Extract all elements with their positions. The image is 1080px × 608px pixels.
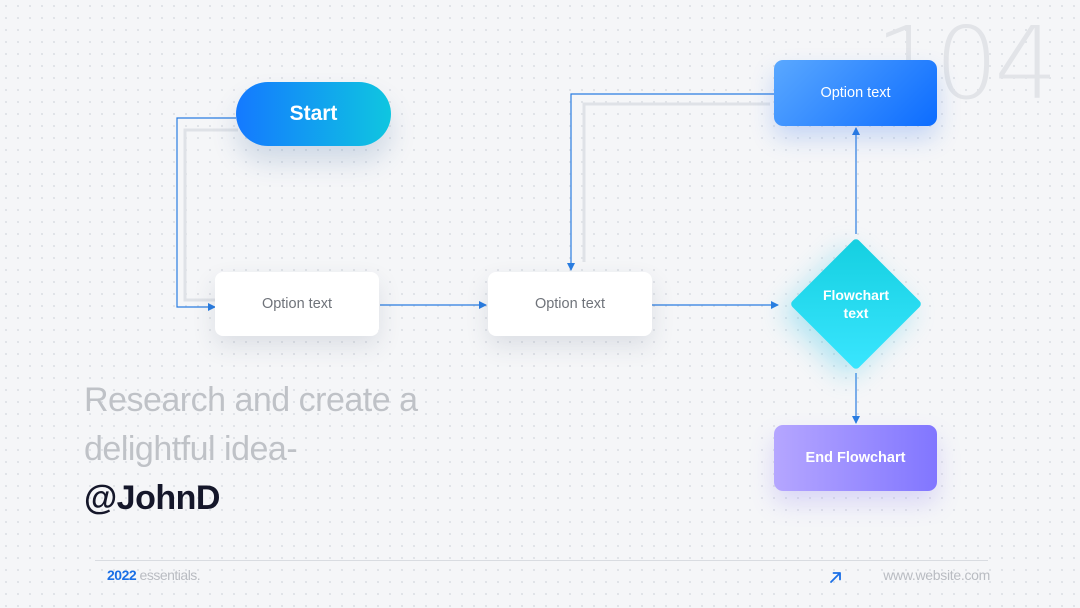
headline-line-2: delightful idea-: [84, 430, 298, 468]
option-node-2-label: Option text: [534, 296, 606, 312]
headline-line-1: Research and create a: [84, 381, 418, 419]
connector-shadows: [183, 102, 770, 302]
option-node-1[interactable]: Option text: [215, 272, 379, 336]
footer-divider: [95, 560, 988, 561]
arrow-up-right-icon[interactable]: [829, 570, 843, 584]
connector-start-to-option1: [176, 117, 236, 311]
headline: Research and create a delightful idea- @…: [84, 376, 464, 523]
start-node-label: Start: [289, 102, 338, 125]
end-node-label: End Flowchart: [805, 450, 906, 466]
connector-top-option-to-option2: [567, 93, 774, 271]
decision-node-text: Flowchart text: [822, 287, 890, 321]
end-node[interactable]: End Flowchart: [774, 425, 937, 491]
option-node-2[interactable]: Option text: [488, 272, 652, 336]
decision-node-label: Flowchart text: [786, 237, 926, 371]
footer-brand: 2022 essentials.: [107, 567, 201, 583]
option-node-top-label: Option text: [820, 85, 891, 101]
headline-handle: @JohnD: [84, 479, 220, 517]
decision-node[interactable]: Flowchart text: [786, 237, 926, 371]
start-node[interactable]: Start: [236, 82, 391, 146]
option-node-1-label: Option text: [261, 296, 333, 312]
footer-brand-word: essentials.: [139, 567, 201, 583]
footer-year: 2022: [107, 567, 137, 583]
footer-url[interactable]: www.website.com: [883, 567, 990, 583]
option-node-top[interactable]: Option text: [774, 60, 937, 126]
